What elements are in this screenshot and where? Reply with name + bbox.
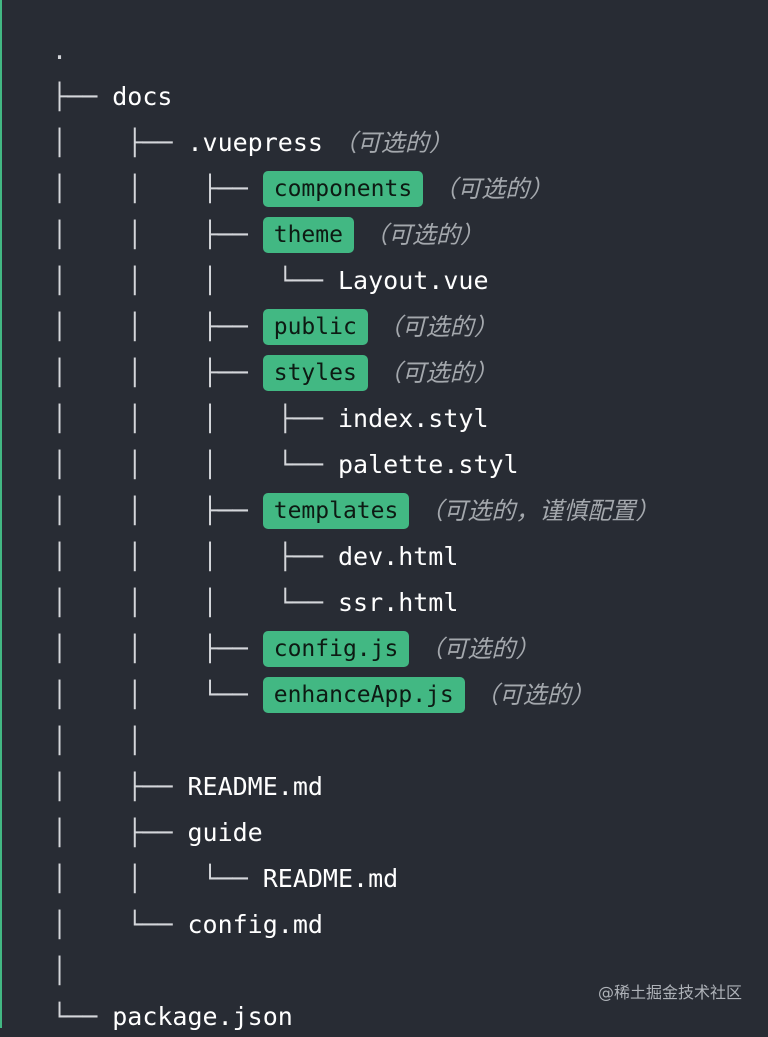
tree-item-note: （可选的） xyxy=(377,313,498,341)
tree-item-name: dev.html xyxy=(337,542,459,571)
tree-branch-lines: │ │ │ └── xyxy=(52,588,338,617)
tree-item-highlighted-name: enhanceApp.js xyxy=(262,677,465,713)
tree-branch-lines: │ │ xyxy=(52,726,143,755)
tree-row: │ │ ├── styles （可选的） xyxy=(0,353,768,393)
tree-item-note: （可选的） xyxy=(433,175,554,203)
tree-branch-lines: │ │ │ └── xyxy=(52,450,338,479)
tree-branch-lines: │ │ ├── xyxy=(52,358,263,387)
tree-item-highlighted-name: theme xyxy=(262,217,354,253)
tree-item-name: README.md xyxy=(187,772,323,801)
tree-row: │ │ ├── config.js （可选的） xyxy=(0,629,768,669)
tree-item-name: guide xyxy=(187,818,263,847)
tree-item-name: README.md xyxy=(262,864,399,893)
tree-row: │ │ │ └── Layout.vue xyxy=(0,261,768,301)
tree-row: │ ├── guide xyxy=(0,813,768,853)
tree-branch-lines: │ ├── xyxy=(52,818,188,847)
tree-item-name: ssr.html xyxy=(337,588,459,617)
tree-item-note: （可选的，谨慎配置） xyxy=(419,497,660,525)
tree-item-name: Layout.vue xyxy=(337,266,489,295)
tree-item-name: package.json xyxy=(112,1002,293,1031)
tree-root-marker: . xyxy=(52,36,68,65)
watermark: @稀土掘金技术社区 xyxy=(597,983,742,1002)
tree-row: │ │ ├── components （可选的） xyxy=(0,169,768,209)
tree-row: │ │ │ └── palette.styl xyxy=(0,445,768,485)
tree-item-name: .vuepress xyxy=(187,128,323,157)
tree-row: │ │ ├── public （可选的） xyxy=(0,307,768,347)
tree-row: │ │ └── README.md xyxy=(0,859,768,899)
tree-row: │ │ │ └── ssr.html xyxy=(0,583,768,623)
tree-branch-lines: │ │ └── xyxy=(52,680,263,709)
tree-row: │ xyxy=(0,951,768,991)
tree-row: │ └── config.md xyxy=(0,905,768,945)
tree-row: │ │ ├── theme （可选的） xyxy=(0,215,768,255)
tree-item-name: docs xyxy=(112,82,173,111)
tree-row: │ ├── .vuepress （可选的） xyxy=(0,123,768,163)
tree-branch-lines: │ │ ├── xyxy=(52,496,263,525)
tree-row: │ │ └── enhanceApp.js （可选的） xyxy=(0,675,768,715)
tree-item-highlighted-name: components xyxy=(262,171,424,207)
tree-branch-lines: │ │ ├── xyxy=(52,174,263,203)
tree-branch-lines: │ │ │ ├── xyxy=(52,542,338,571)
tree-branch-lines: │ │ ├── xyxy=(52,220,263,249)
tree-row: └── package.json xyxy=(0,997,768,1037)
tree-branch-lines: │ │ ├── xyxy=(52,312,263,341)
tree-item-note: （可选的） xyxy=(419,635,540,663)
tree-item-highlighted-name: templates xyxy=(262,493,410,529)
tree-item-name: index.styl xyxy=(337,404,489,433)
tree-branch-lines: │ xyxy=(52,956,68,985)
tree-item-note: （可选的） xyxy=(377,359,498,387)
tree-item-note: （可选的） xyxy=(363,221,484,249)
tree-branch-lines: │ │ ├── xyxy=(52,634,263,663)
tree-row: │ │ ├── templates （可选的，谨慎配置） xyxy=(0,491,768,531)
tree-branch-lines: │ └── xyxy=(52,910,188,939)
tree-item-name: config.md xyxy=(187,910,323,939)
tree-row: │ │ │ ├── dev.html xyxy=(0,537,768,577)
tree-root-row: . xyxy=(0,31,768,71)
tree-item-highlighted-name: styles xyxy=(262,355,368,391)
tree-row: │ │ │ ├── index.styl xyxy=(0,399,768,439)
tree-branch-lines: │ │ └── xyxy=(52,864,263,893)
tree-item-highlighted-name: public xyxy=(262,309,368,345)
tree-branch-lines: └── xyxy=(52,1002,113,1031)
tree-row: ├── docs xyxy=(0,77,768,117)
tree-branch-lines: ├── xyxy=(52,82,113,111)
tree-row: │ │ xyxy=(0,721,768,761)
tree-branch-lines: │ │ │ ├── xyxy=(52,404,338,433)
tree-branch-lines: │ ├── xyxy=(52,772,188,801)
left-accent-bar xyxy=(0,0,2,1028)
tree-branch-lines: │ ├── xyxy=(52,128,188,157)
tree-branch-lines: │ │ │ └── xyxy=(52,266,338,295)
tree-item-name: palette.styl xyxy=(337,450,519,479)
tree-row: │ ├── README.md xyxy=(0,767,768,807)
tree-item-highlighted-name: config.js xyxy=(262,631,410,667)
tree-item-note: （可选的） xyxy=(332,129,453,157)
tree-item-note: （可选的） xyxy=(474,681,595,709)
